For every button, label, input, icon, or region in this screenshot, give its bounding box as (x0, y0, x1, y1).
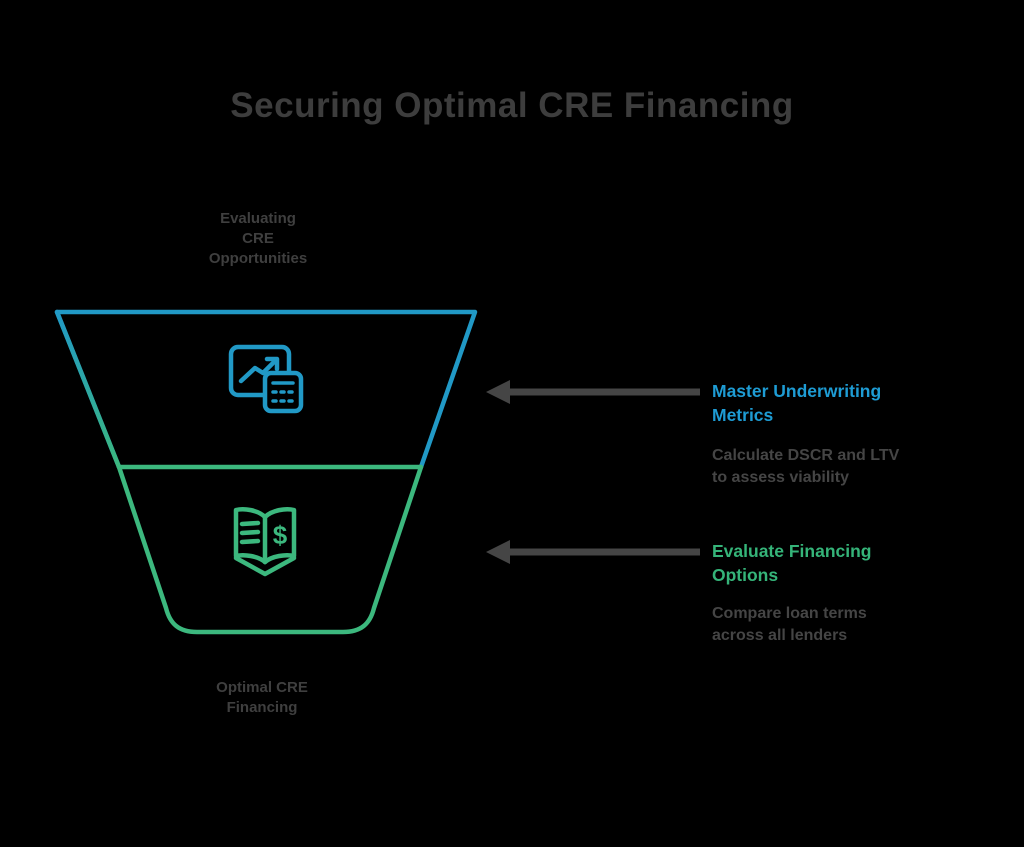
funnel-bottom-label-line: Optimal CRE (216, 679, 308, 696)
callout-underwriting: Master Underwriting Metrics Calculate DS… (712, 379, 942, 489)
callout-financing-body: Compare loan terms across all lenders (712, 605, 867, 644)
callout-underwriting-body: Calculate DSCR and LTV to assess viabili… (712, 447, 900, 486)
callout-financing: Evaluate Financing Options Compare loan … (712, 539, 942, 647)
funnel-top-label-line: Evaluating (220, 210, 296, 227)
funnel-top-label: Evaluating CRE Opportunities (209, 209, 307, 269)
funnel-top-label-line: CRE (242, 230, 274, 247)
chart-metrics-calculator-icon (228, 344, 304, 414)
funnel-top-label-line: Opportunities (208, 250, 308, 267)
connector-arrow-underwriting (486, 380, 700, 404)
connector-arrow-financing (486, 540, 700, 564)
dollar-glyph: $ (273, 520, 288, 550)
page-title: Securing Optimal CRE Financing (230, 86, 794, 125)
funnel-stage-bottom-outline (116, 464, 424, 635)
funnel-bottom-label: Optimal CRE Financing (216, 678, 308, 718)
funnel-left-edge-gradient (54, 309, 122, 470)
callout-financing-heading: Evaluate Financing Options (712, 541, 872, 585)
callout-underwriting-heading: Master Underwriting Metrics (712, 381, 882, 425)
funnel-bottom-label-line: Financing (226, 699, 298, 716)
open-book-dollar-icon: $ (233, 507, 297, 577)
